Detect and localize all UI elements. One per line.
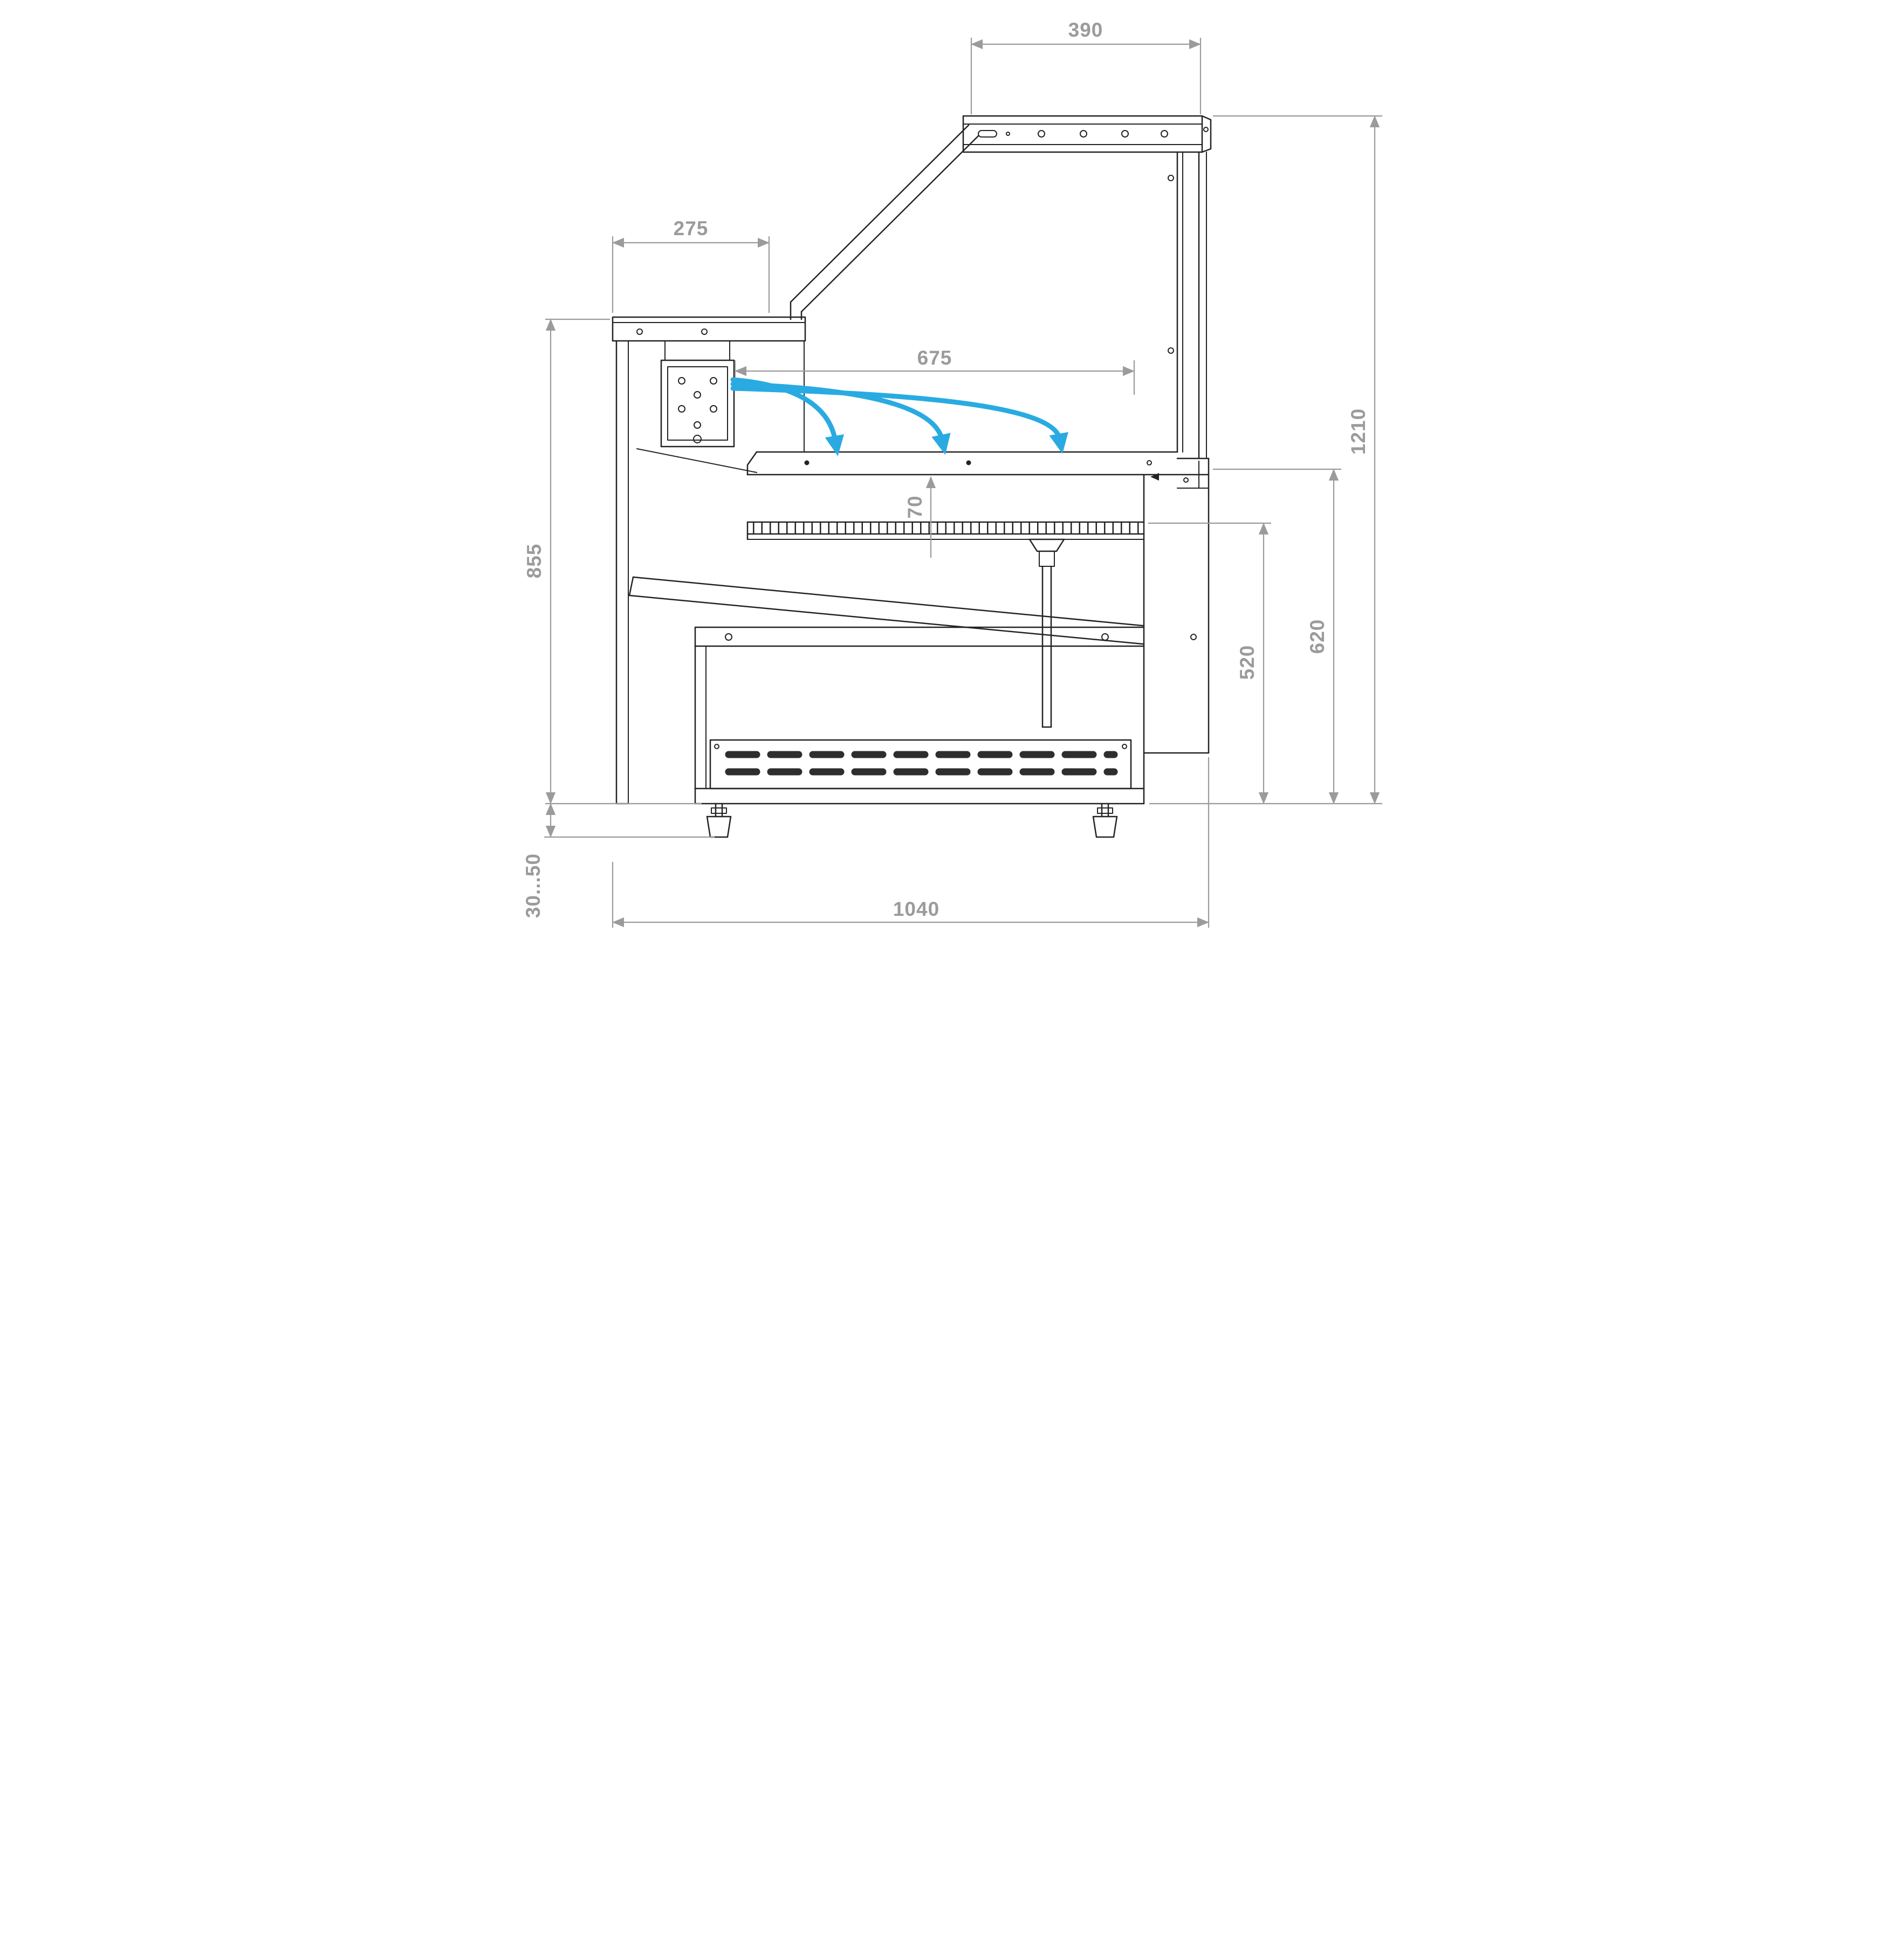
foot-left [706,803,731,838]
screw-icon [1183,477,1189,483]
screw-icon [1160,130,1168,138]
dimension-1210: 1210 [1149,115,1382,805]
canopy [962,115,1211,153]
foot-right [1092,803,1117,838]
dimension-275-label: 275 [673,217,708,239]
dimension-275: 275 [612,217,770,313]
airflow-arrows [730,377,1068,456]
dimension-1040-label: 1040 [893,898,939,920]
screw-icon [724,633,732,641]
airflow-arrow-1 [730,377,844,456]
airflow-arrow-2 [730,381,951,455]
dimension-675: 675 [734,347,1135,395]
dimension-390-label: 390 [1068,19,1103,41]
screw-icon [1079,130,1087,138]
ventilation-grille [709,739,1131,790]
dimension-1210-label: 1210 [1347,408,1369,455]
dimension-855: 855 [523,318,702,805]
rear-counter [612,316,806,805]
bottom-pan [628,576,1143,645]
screw-icon [636,328,643,335]
display-deck [746,474,1144,628]
dimension-620: 620 [1212,468,1341,804]
screw-icon [1037,130,1045,138]
machine-compartment [694,626,1144,805]
screw-icon [701,328,708,335]
screw-icon [1146,460,1152,465]
drawing-page: 390 275 675 70 855 1210 [475,0,1425,980]
display-case-linework [612,115,1211,838]
rivet-icon [966,460,971,465]
screw-icon [714,744,719,749]
screw-icon [1190,634,1197,640]
rivet-icon [804,460,809,465]
screw-icon [1167,175,1174,181]
dimension-30-50-label: 30...50 [522,853,544,918]
canopy-slot [977,130,997,138]
airflow-arrow-3 [730,386,1068,454]
dimension-520: 520 [1148,522,1271,804]
dimension-annotations: 390 275 675 70 855 1210 [522,19,1382,928]
dimension-30-50: 30...50 [522,803,715,918]
screw-icon [1121,130,1129,138]
dimension-70: 70 [904,476,936,558]
air-unit-panel [636,340,757,473]
air-duct-band [746,451,1209,483]
dimension-1040: 1040 [612,757,1209,928]
dimension-675-label: 675 [917,347,952,369]
screw-icon [1121,744,1127,749]
screw-icon [1167,347,1174,354]
dimension-620-label: 620 [1306,619,1328,654]
right-panel [1143,457,1209,754]
screw-icon [1101,633,1109,641]
adjustable-feet [706,803,1117,838]
dimension-855-label: 855 [523,544,545,579]
technical-drawing: 390 275 675 70 855 1210 [522,19,1382,928]
front-glass [790,124,979,320]
dimension-390: 390 [970,19,1201,114]
dimension-70-label: 70 [904,495,926,518]
rear-column [1167,151,1207,460]
dimension-520-label: 520 [1236,645,1258,680]
datum-mark [1150,473,1159,481]
